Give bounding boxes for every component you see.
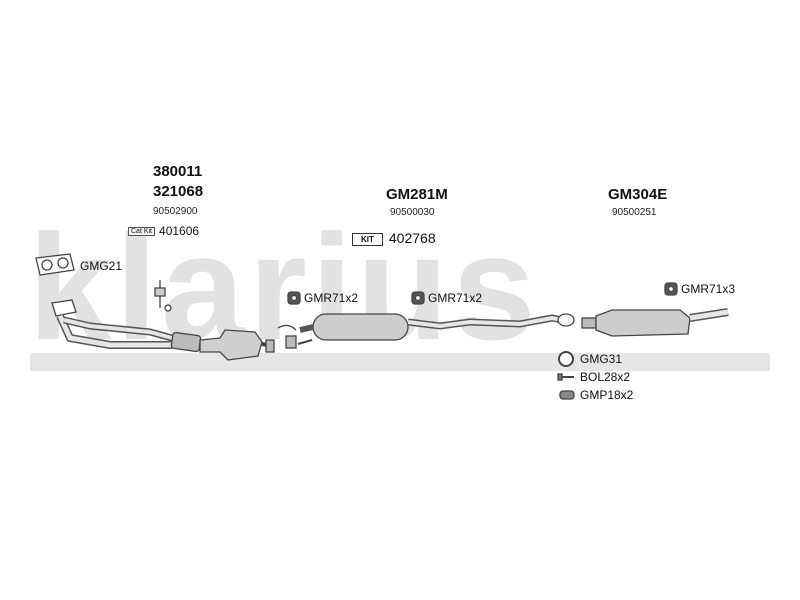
label-front-gasket: GMG21 — [80, 259, 123, 273]
rubber-mount-icon-3 — [664, 282, 678, 296]
label-mount-1: GMR71x2 — [304, 291, 359, 305]
middle-ref-number: 90500030 — [390, 207, 435, 218]
lambda-sensor-icon — [154, 280, 172, 312]
clamp-icon — [559, 390, 575, 400]
middle-kit: KIT 402768 — [352, 230, 436, 246]
front-ref-number: 90502900 — [153, 206, 198, 217]
label-mount-2: GMR71x2 — [428, 291, 483, 305]
rubber-mount-icon-2 — [411, 291, 425, 305]
front-gasket-icon — [35, 253, 75, 276]
klarius-watermark: klarius — [28, 203, 540, 371]
mounting-hardware-icon — [277, 324, 313, 349]
cat-kit-tag: Cat Kit — [128, 227, 156, 237]
rear-part-code: GM304E — [608, 186, 668, 203]
label-clamp: GMP18x2 — [580, 388, 634, 402]
label-bolt: BOL28x2 — [580, 370, 631, 384]
label-mount-3: GMR71x3 — [681, 282, 736, 296]
rear-joint-icon — [557, 313, 575, 327]
rear-gasket-icon — [558, 351, 574, 367]
front-part-code-2: 321068 — [153, 183, 204, 200]
middle-silencer-icon — [299, 313, 563, 341]
bolt-icon — [557, 373, 574, 381]
cat-kit-number: 401606 — [159, 224, 200, 238]
rear-silencer-icon — [581, 308, 729, 337]
label-rear-gasket: GMG31 — [580, 352, 623, 366]
watermark-underline — [30, 353, 770, 371]
front-part-code-1: 380011 — [153, 163, 203, 180]
kit-number: 402768 — [388, 230, 436, 246]
catalytic-converter-icon — [170, 329, 275, 361]
rear-ref-number: 90500251 — [612, 207, 657, 218]
kit-tag: KIT — [352, 232, 383, 246]
rubber-mount-icon-1 — [287, 291, 301, 305]
middle-part-code: GM281M — [386, 186, 448, 203]
